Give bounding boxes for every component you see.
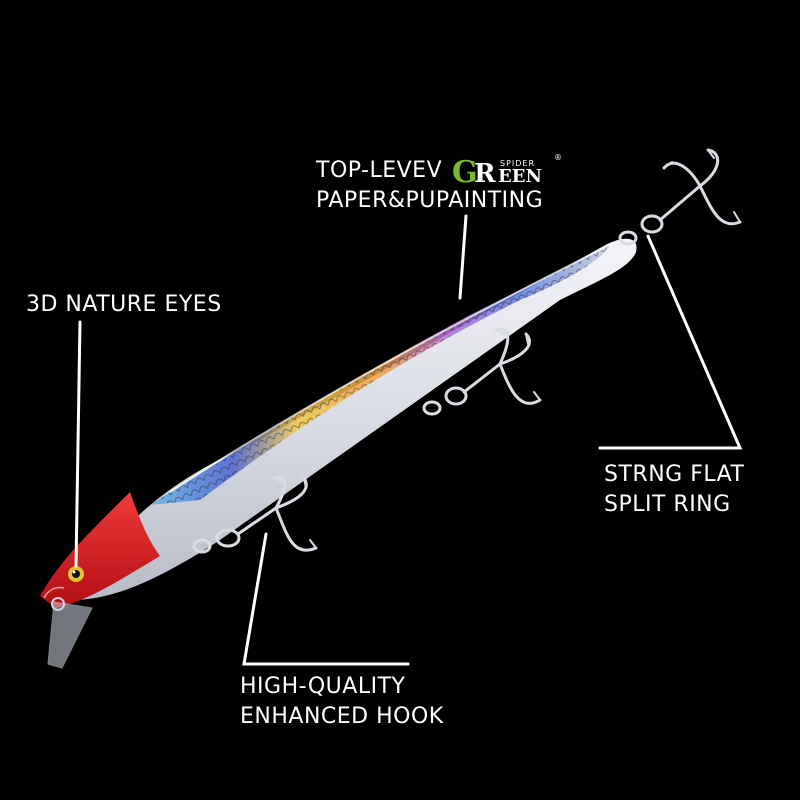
lure-head [40, 492, 160, 608]
diving-lip [47, 601, 93, 669]
svg-text:G: G [452, 155, 478, 188]
split-ring-label-line2: SPLIT RING [604, 492, 731, 517]
painting-label-line1: TOP-LEVEV [316, 158, 443, 183]
split-ring-label-line1: STRNG FLAT [604, 462, 745, 487]
leader-lines [74, 214, 743, 666]
eyes-label: 3D NATURE EYES [26, 290, 222, 320]
leader-hook [242, 532, 410, 666]
svg-text:®: ® [554, 153, 562, 162]
painting-label: TOP-LEVEV PAPER&PUPAINTING [316, 156, 543, 216]
leader-paint [458, 214, 468, 300]
line-tie [51, 597, 65, 611]
belly-treble-hook [422, 327, 542, 416]
tail-treble-hook [618, 148, 742, 246]
hook-label: HIGH-QUALITY ENHANCED HOOK [240, 672, 444, 732]
painting-label-line2: PAPER&PUPAINTING [316, 188, 544, 213]
hook-label-line1: HIGH-QUALITY [240, 674, 406, 699]
svg-text:SPIDER: SPIDER [500, 159, 535, 168]
leader-eyes [74, 320, 82, 568]
leader-ring [598, 234, 743, 450]
eyes-label-text: 3D NATURE EYES [26, 292, 222, 317]
svg-text:EEN: EEN [498, 166, 542, 187]
brand-logo: G R EEN SPIDER ® [452, 153, 562, 188]
split-ring-label: STRNG FLAT SPLIT RING [604, 460, 744, 520]
hook-label-line2: ENHANCED HOOK [240, 704, 444, 729]
svg-text:R: R [474, 159, 496, 188]
eye-icon [68, 566, 84, 582]
front-treble-hook [192, 475, 318, 554]
